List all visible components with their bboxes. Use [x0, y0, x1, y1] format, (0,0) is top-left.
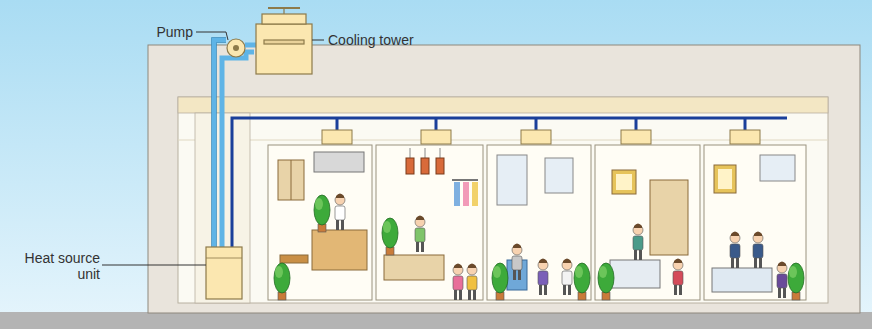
refrigerant-piping [232, 118, 787, 247]
rooms [268, 145, 806, 300]
reception [598, 170, 688, 300]
part-label: Pump [156, 24, 193, 40]
part-label: Heat source unit [20, 250, 100, 282]
leader-lines [102, 32, 324, 265]
building [148, 45, 860, 313]
water-piping-edge [212, 38, 227, 249]
cooling-tower [256, 8, 312, 74]
water-piping [214, 40, 254, 248]
salon [492, 155, 590, 300]
office [712, 155, 804, 300]
pump [227, 39, 256, 57]
ground [0, 312, 872, 329]
floor-interior [178, 97, 828, 303]
restaurant [274, 152, 367, 300]
indoor-units [322, 130, 760, 144]
heat-source-unit [206, 247, 242, 299]
ceiling [178, 97, 828, 113]
part-label: Cooling tower [328, 32, 414, 48]
shop [382, 148, 478, 300]
